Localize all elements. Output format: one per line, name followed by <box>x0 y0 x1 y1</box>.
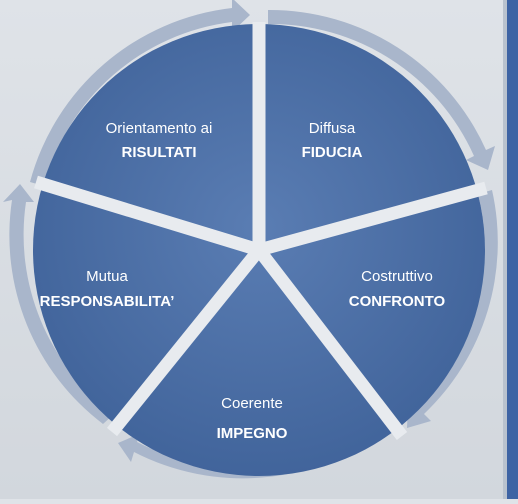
segment-label-responsabilita: Mutua RESPONSABILITA’ <box>40 268 175 310</box>
label-line2: CONFRONTO <box>349 293 446 310</box>
label-line2: RISULTATI <box>122 144 197 161</box>
divider-right <box>257 181 488 257</box>
label-line1: Costruttivo <box>361 268 433 285</box>
arrow-segment-3 <box>407 190 498 428</box>
divider-bottom-left <box>106 245 265 437</box>
divider-left <box>34 175 261 257</box>
pie <box>33 22 488 476</box>
divider-bottom-right <box>253 246 408 440</box>
segment-label-fiducia: Diffusa FIDUCIA <box>302 120 363 161</box>
label-line2: RESPONSABILITA’ <box>40 293 175 310</box>
arrow-segment-1 <box>30 0 250 186</box>
right-accent-bar <box>507 0 518 499</box>
label-line1: Diffusa <box>309 120 356 137</box>
label-line1: Coerente <box>221 395 283 412</box>
pie-dividers <box>34 22 488 440</box>
arrow-segment-2 <box>268 9 495 170</box>
label-line2: FIDUCIA <box>302 144 363 161</box>
label-line1: Mutua <box>86 268 128 285</box>
segment-label-impegno: Coerente IMPEGNO <box>217 395 288 442</box>
segment-label-risultati: Orientamento ai RISULTATI <box>106 120 213 161</box>
label-line2: IMPEGNO <box>217 425 288 442</box>
pie-center <box>251 242 267 258</box>
arrow-segment-5 <box>3 184 114 424</box>
label-line1: Orientamento ai <box>106 120 213 137</box>
segment-label-confronto: Costruttivo CONFRONTO <box>349 268 446 310</box>
right-accent-edge <box>503 0 507 499</box>
